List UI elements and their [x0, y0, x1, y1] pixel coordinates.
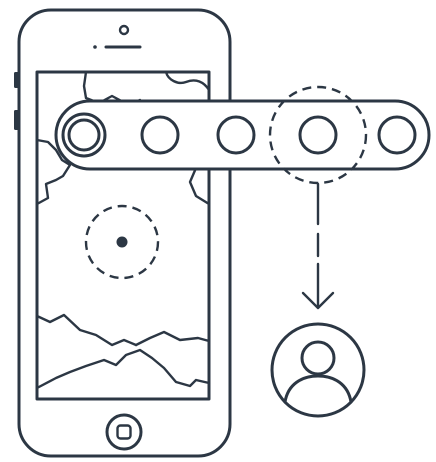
speaker-icon [93, 45, 142, 49]
location-dot-icon [116, 236, 128, 248]
smartphone [14, 8, 232, 458]
selector-strip[interactable] [54, 85, 431, 185]
screen-frame [35, 70, 211, 401]
phone-body [17, 8, 232, 458]
down-arrow-icon [301, 182, 335, 310]
user-avatar-icon[interactable] [270, 322, 366, 418]
location-marker [84, 204, 160, 280]
selector-slot-3[interactable] [216, 115, 256, 155]
selector-slot-2[interactable] [140, 115, 180, 155]
dashed-radius-icon [84, 204, 160, 280]
selector-slot-1[interactable] [61, 112, 107, 158]
phone-side-button-bottom [14, 110, 19, 130]
selector-slot-5[interactable] [377, 115, 417, 155]
phone-side-button-top [14, 72, 19, 88]
front-camera-icon [118, 24, 130, 36]
home-button-icon[interactable] [105, 413, 143, 451]
